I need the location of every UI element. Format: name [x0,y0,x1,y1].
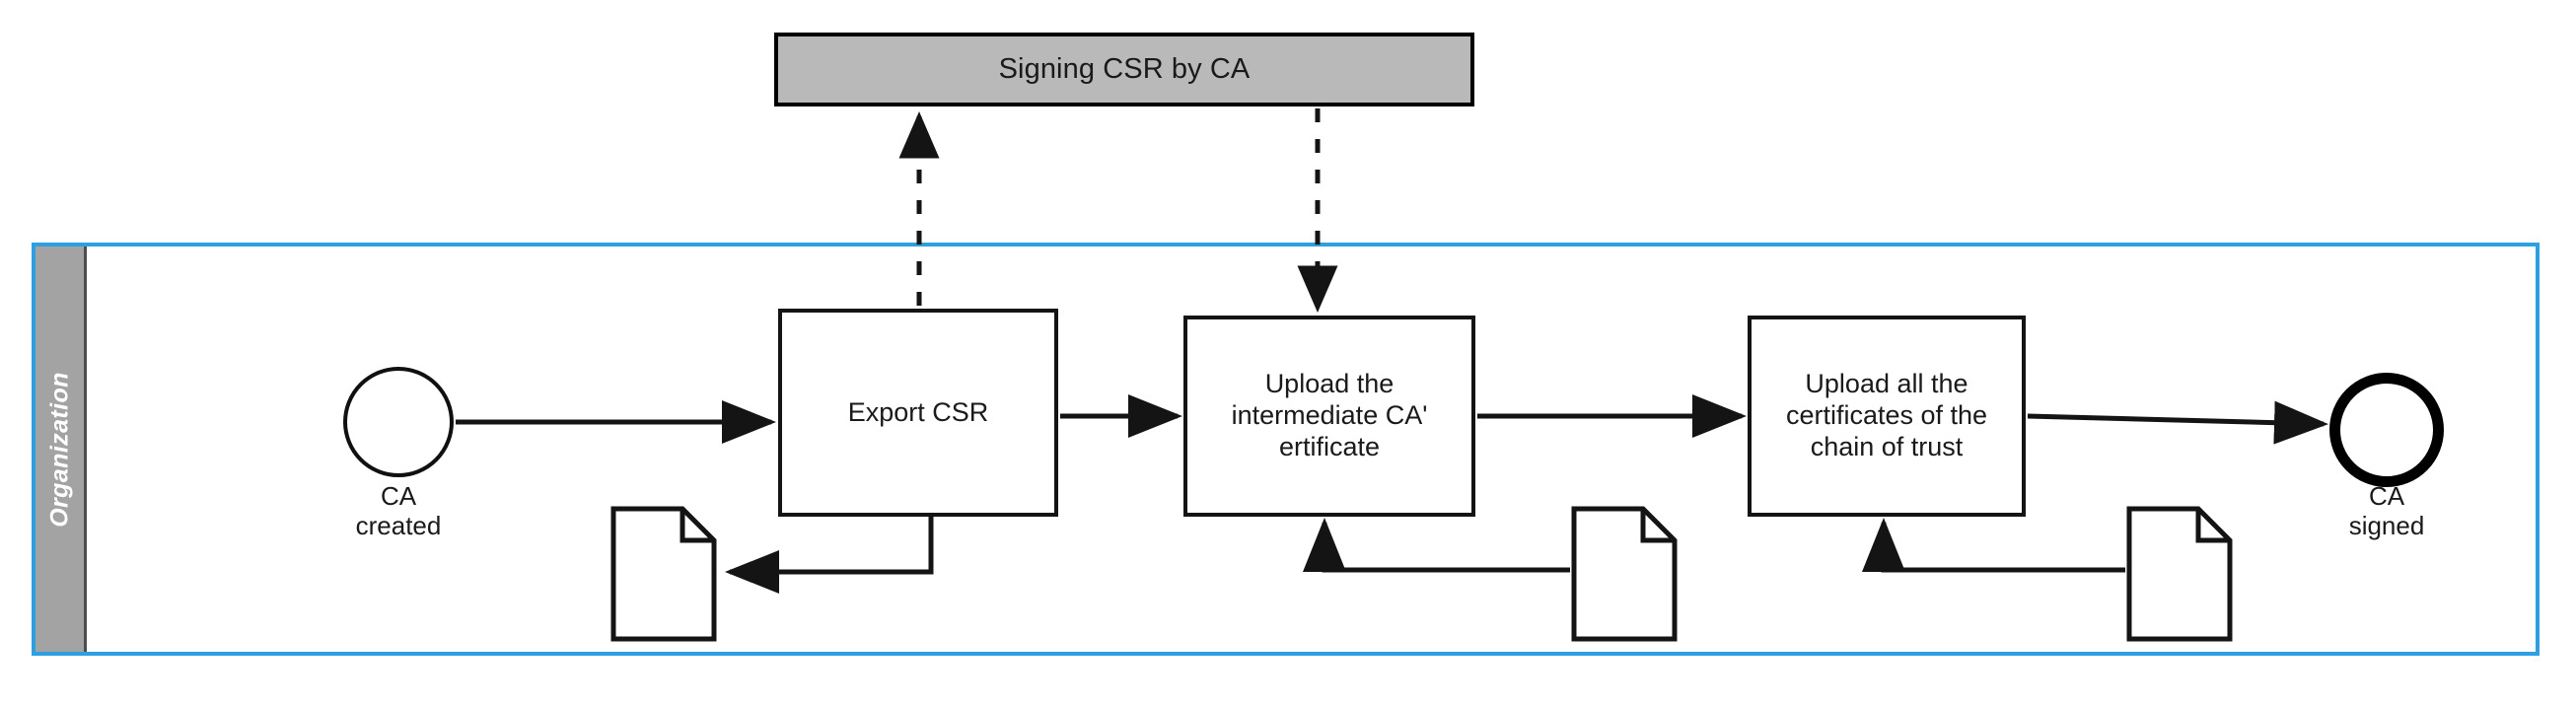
document-fold [2195,509,2230,543]
blackbox-pool-signing-csr-by-ca[interactable]: Signing CSR by CA [774,33,1474,106]
lane-header-label: Organization [45,371,73,528]
blackbox-pool-label: Signing CSR by CA [998,52,1251,85]
document-body [610,506,717,642]
document-body [1571,506,1678,642]
start-event-ca-created[interactable] [343,367,454,477]
task-export-csr[interactable]: Export CSR [778,309,1058,517]
task-upload-chain-of-trust[interactable]: Upload all the certificates of the chain… [1748,316,2026,517]
task-upload-chain-of-trust-label: Upload all the certificates of the chain… [1785,369,1988,461]
lane-header-organization[interactable]: Organization [36,247,87,652]
task-upload-intermediate-certificate-label: Upload the intermediate CA' ertificate [1231,369,1428,461]
end-event-label: CA signed [2348,481,2425,540]
data-object-icon-2[interactable] [1570,505,1679,643]
data-object-icon-3[interactable] [2125,505,2234,643]
document-fold [1640,509,1675,543]
start-event-label: CA created [355,481,442,540]
document-body [2126,506,2233,642]
data-object-icon-1[interactable] [609,505,718,643]
end-event-ca-signed[interactable] [2329,373,2444,487]
task-upload-intermediate-certificate[interactable]: Upload the intermediate CA' ertificate [1183,316,1475,517]
task-export-csr-label: Export CSR [847,396,989,427]
document-fold [680,509,714,543]
